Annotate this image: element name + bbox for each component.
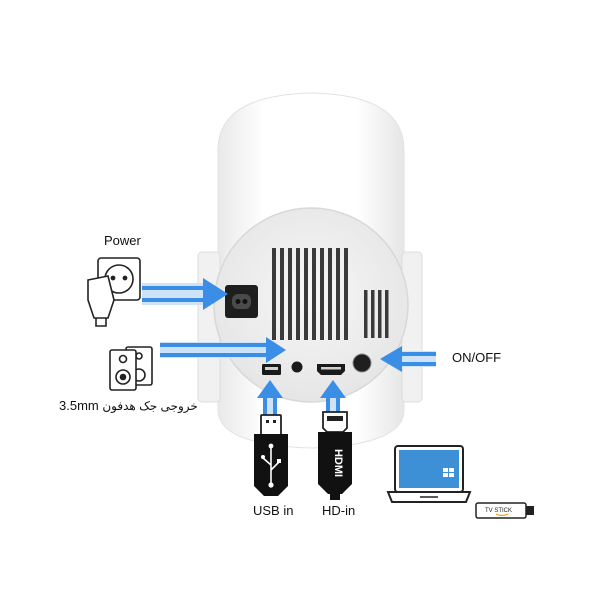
- usb-port: [262, 364, 281, 375]
- tv-stick-label: TV STICK: [485, 508, 512, 514]
- windows-logo: [443, 468, 454, 477]
- headphone-jack-size: 3.5mm: [59, 398, 99, 413]
- audio-jack-port: [291, 361, 303, 373]
- vent-main: [272, 248, 348, 340]
- usb-plug-icon: [254, 414, 288, 496]
- power-label: Power: [104, 233, 141, 248]
- usb-in-label: USB in: [253, 503, 294, 518]
- hdmi-port: [317, 364, 345, 375]
- arrow-onoff: [380, 346, 436, 372]
- speaker-icon: [109, 346, 153, 391]
- arrow-power: [142, 278, 228, 310]
- headphone-jack-label: 3.5mm خروجی جک هدفون: [59, 398, 198, 413]
- headphone-jack-text: خروجی جک هدفون: [102, 399, 198, 413]
- tv-stick-icon: TV STICK: [475, 502, 534, 519]
- arrow-audio: [160, 337, 286, 363]
- hdmi-plug-label: HDMI: [332, 449, 344, 477]
- power-button: [352, 353, 372, 373]
- hdmi-plug-icon: HDMI: [318, 411, 352, 500]
- vent-side: [364, 290, 389, 338]
- power-socket: [225, 285, 258, 318]
- laptop-icon: [386, 445, 472, 503]
- on-off-label: ON/OFF: [452, 350, 502, 365]
- power-plug-icon: [87, 257, 141, 327]
- hd-in-label: HD-in: [322, 503, 356, 518]
